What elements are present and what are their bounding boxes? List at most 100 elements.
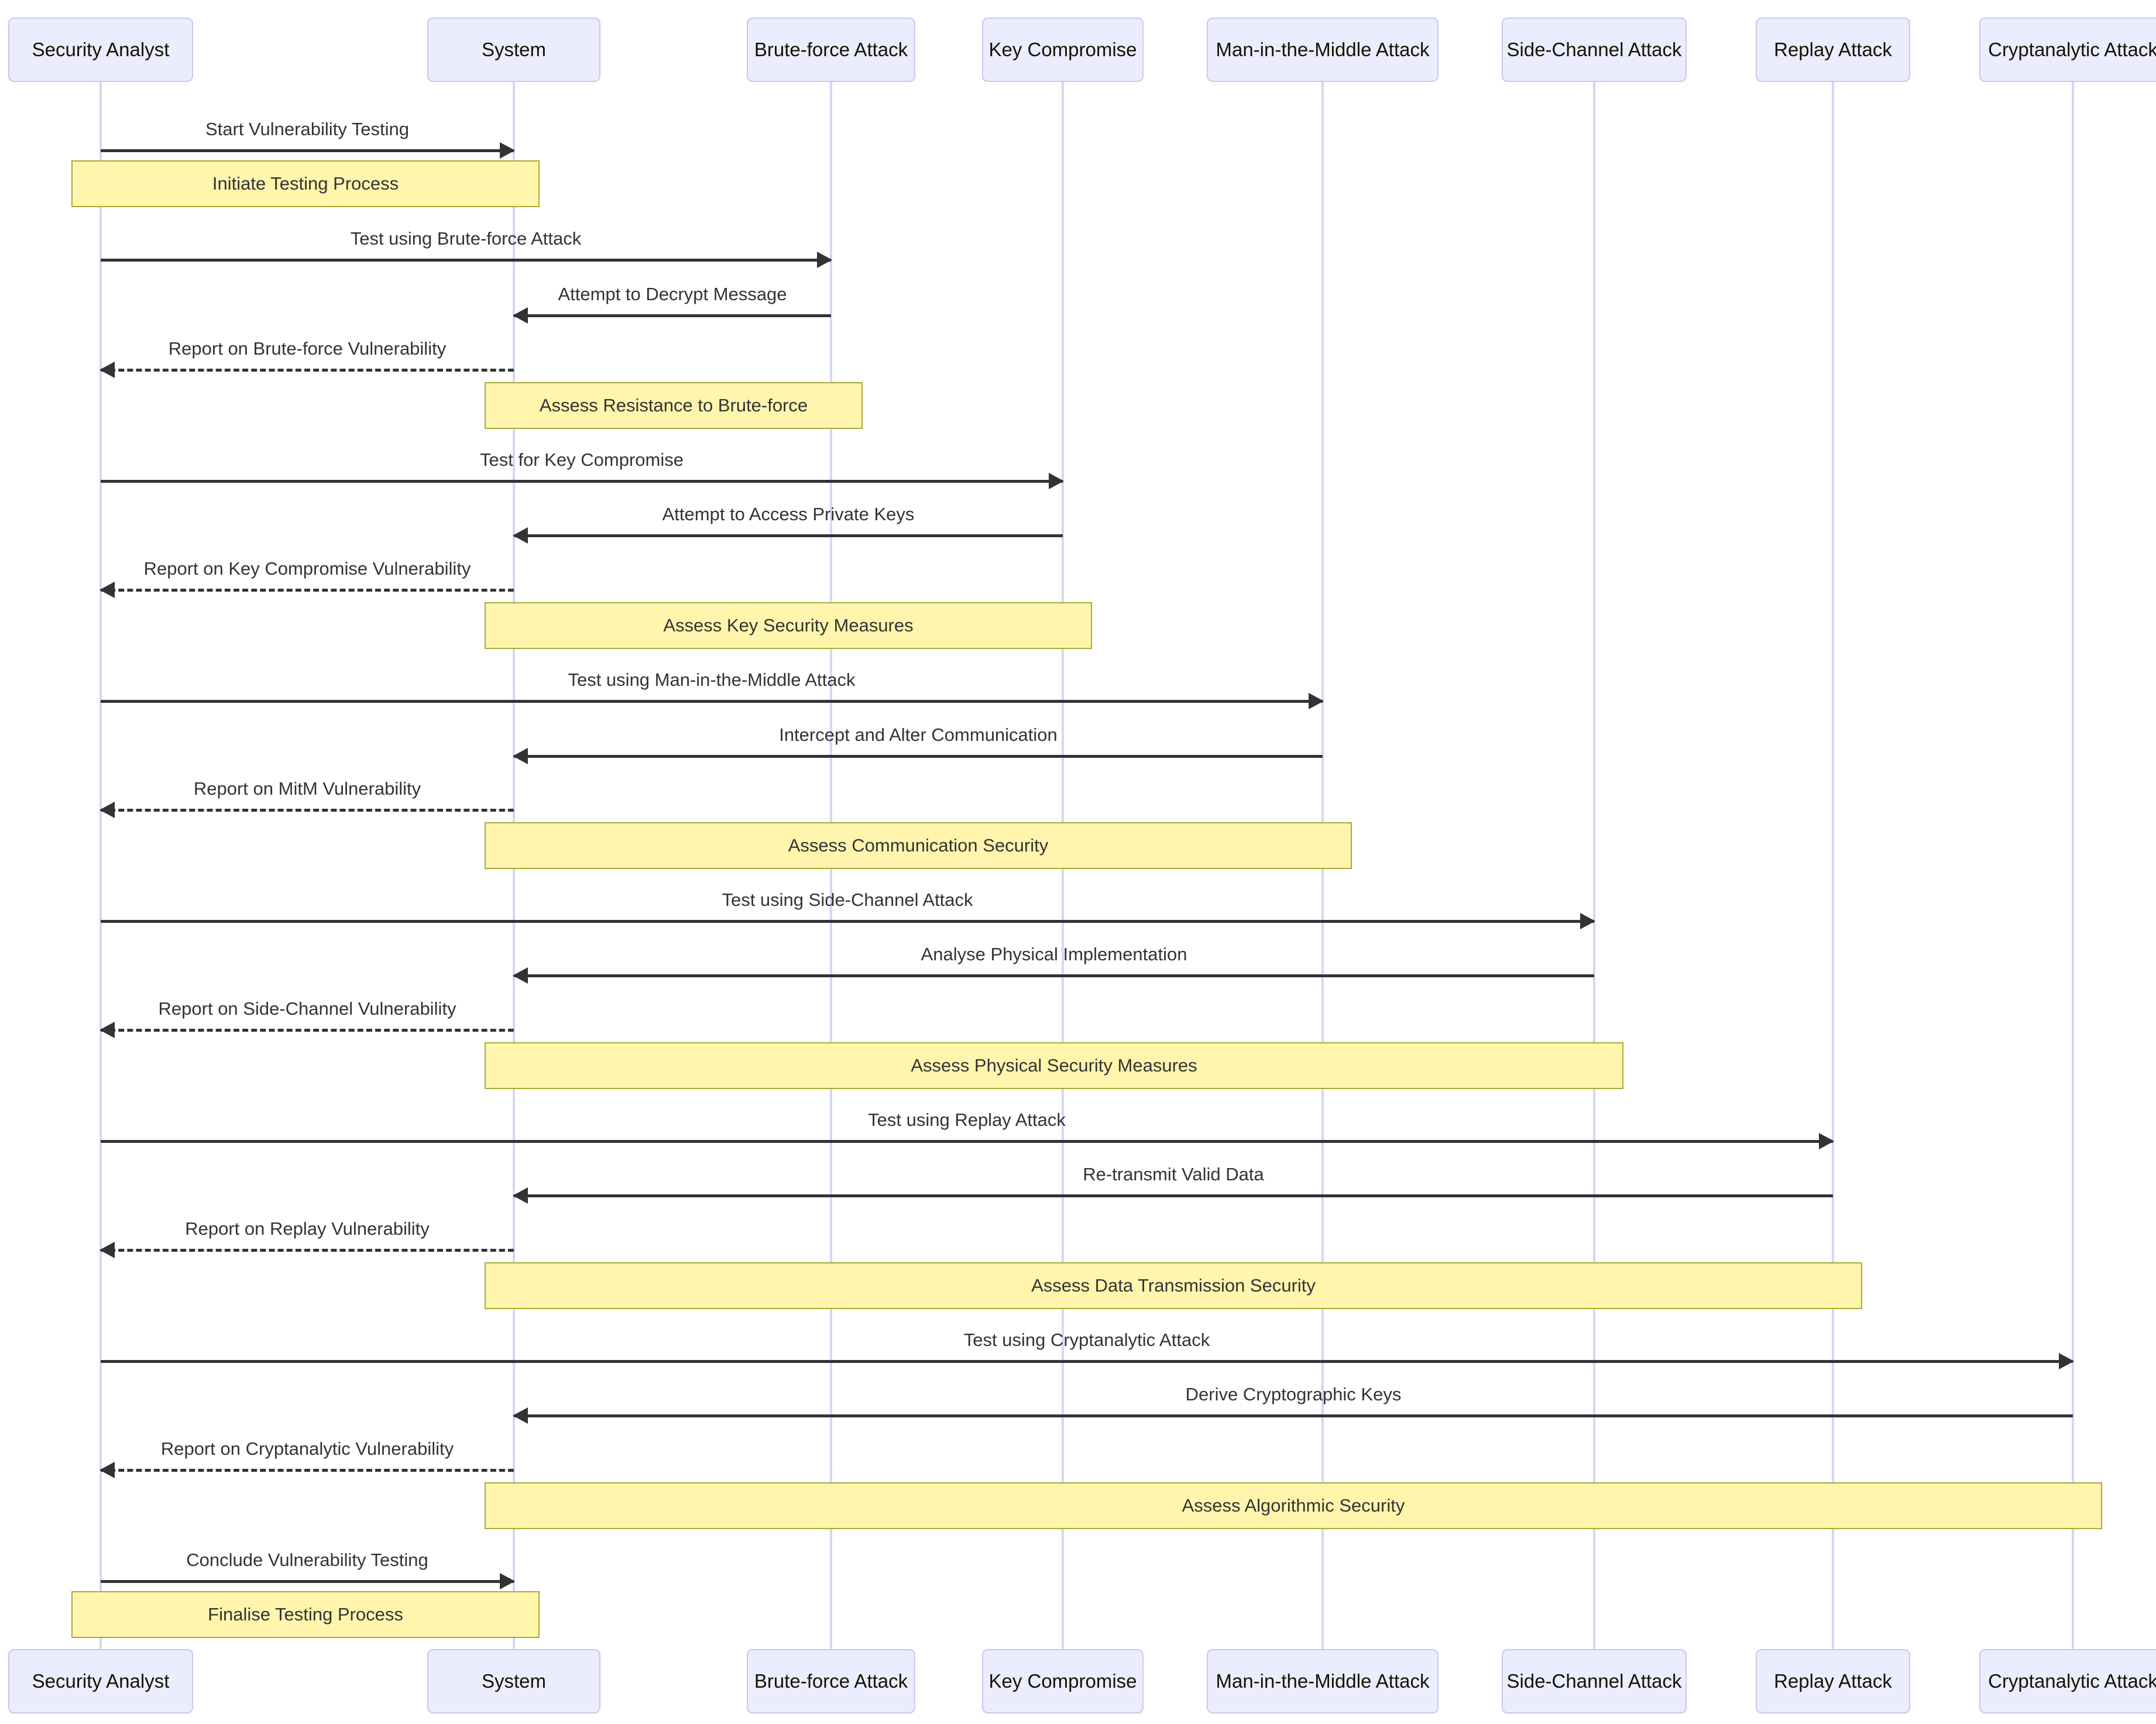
participant-label-replay-top: Replay Attack <box>1774 39 1892 61</box>
participant-label-sidechan-top: Side-Channel Attack <box>1506 39 1682 61</box>
message-label-m3: Attempt to Decrypt Message <box>558 284 787 304</box>
participant-label-replay-bottom: Replay Attack <box>1774 1670 1892 1692</box>
arrowhead-icon-m12 <box>513 967 528 984</box>
participant-box-brute-top[interactable]: Brute-force Attack <box>747 18 915 82</box>
participant-box-keycomp-bottom[interactable]: Key Compromise <box>982 1649 1144 1713</box>
note-label-n6: Assess Data Transmission Security <box>1031 1275 1316 1296</box>
note-label-n2: Assess Resistance to Brute-force <box>539 395 808 415</box>
participant-label-crypta-top: Cryptanalytic Attack <box>1988 39 2156 61</box>
message-label-m6: Attempt to Access Private Keys <box>662 504 915 524</box>
message-line-m15 <box>514 1194 1833 1197</box>
note-label-n3: Assess Key Security Measures <box>663 615 914 636</box>
arrowhead-icon-m2 <box>817 252 832 268</box>
message-line-m19 <box>101 1469 514 1472</box>
message-label-m10: Report on MitM Vulnerability <box>193 778 421 799</box>
message-label-m4: Report on Brute-force Vulnerability <box>168 338 447 359</box>
arrowhead-icon-m3 <box>513 307 528 324</box>
lifeline-replay <box>1832 82 1834 1649</box>
arrowhead-icon-m1 <box>500 142 515 159</box>
participant-box-crypta-bottom[interactable]: Cryptanalytic Attack <box>1979 1649 2156 1713</box>
participant-box-crypta-top[interactable]: Cryptanalytic Attack <box>1979 18 2156 82</box>
message-label-m13: Report on Side-Channel Vulnerability <box>158 998 456 1019</box>
participant-box-sidechan-bottom[interactable]: Side-Channel Attack <box>1502 1649 1687 1713</box>
participant-box-replay-top[interactable]: Replay Attack <box>1756 18 1910 82</box>
participant-box-system-top[interactable]: System <box>427 18 600 82</box>
message-line-m16 <box>101 1249 514 1252</box>
note-n4: Assess Communication Security <box>485 822 1352 869</box>
participant-box-analyst-bottom[interactable]: Security Analyst <box>8 1649 193 1713</box>
lifeline-sidechan <box>1593 82 1595 1649</box>
message-label-m1: Start Vulnerability Testing <box>205 119 410 139</box>
arrowhead-icon-m15 <box>513 1187 528 1204</box>
participant-box-keycomp-top[interactable]: Key Compromise <box>982 18 1144 82</box>
arrowhead-icon-m5 <box>1049 473 1064 489</box>
note-n6: Assess Data Transmission Security <box>485 1262 1862 1309</box>
arrowhead-icon-m6 <box>513 527 528 544</box>
message-line-m18 <box>514 1414 2073 1417</box>
arrowhead-icon-m10 <box>99 802 115 818</box>
arrowhead-icon-m9 <box>513 748 528 764</box>
participant-label-keycomp-top: Key Compromise <box>988 39 1137 61</box>
message-label-m2: Test using Brute-force Attack <box>350 228 582 249</box>
message-line-m6 <box>514 534 1063 537</box>
participant-label-crypta-bottom: Cryptanalytic Attack <box>1988 1670 2156 1692</box>
message-line-m3 <box>514 314 831 317</box>
note-n8: Finalise Testing Process <box>71 1591 540 1638</box>
participant-box-analyst-top[interactable]: Security Analyst <box>8 18 193 82</box>
message-label-m16: Report on Replay Vulnerability <box>185 1218 430 1239</box>
message-label-m15: Re-transmit Valid Data <box>1083 1164 1264 1184</box>
participant-label-sidechan-bottom: Side-Channel Attack <box>1506 1670 1682 1692</box>
arrowhead-icon-m4 <box>99 362 115 378</box>
note-label-n4: Assess Communication Security <box>788 835 1049 856</box>
arrowhead-icon-m7 <box>99 582 115 598</box>
participant-label-keycomp-bottom: Key Compromise <box>988 1670 1137 1692</box>
participant-box-mitm-top[interactable]: Man-in-the-Middle Attack <box>1207 18 1439 82</box>
arrowhead-icon-m8 <box>1309 693 1324 709</box>
participant-label-system-bottom: System <box>481 1670 547 1692</box>
participant-label-mitm-top: Man-in-the-Middle Attack <box>1216 39 1430 61</box>
note-label-n8: Finalise Testing Process <box>208 1604 403 1625</box>
arrowhead-icon-m20 <box>500 1573 515 1589</box>
participant-label-system-top: System <box>481 39 547 61</box>
message-line-m14 <box>101 1140 1833 1143</box>
message-label-m5: Test for Key Compromise <box>480 449 684 470</box>
message-line-m1 <box>101 149 514 152</box>
message-label-m7: Report on Key Compromise Vulnerability <box>143 558 471 579</box>
message-line-m11 <box>101 920 1594 923</box>
participant-box-sidechan-top[interactable]: Side-Channel Attack <box>1502 18 1687 82</box>
note-n3: Assess Key Security Measures <box>485 602 1092 649</box>
participant-box-system-bottom[interactable]: System <box>427 1649 600 1713</box>
message-line-m10 <box>101 809 514 812</box>
note-n1: Initiate Testing Process <box>71 160 540 207</box>
participant-box-brute-bottom[interactable]: Brute-force Attack <box>747 1649 915 1713</box>
participant-label-mitm-bottom: Man-in-the-Middle Attack <box>1216 1670 1430 1692</box>
participant-label-brute-top: Brute-force Attack <box>754 39 908 61</box>
message-label-m8: Test using Man-in-the-Middle Attack <box>568 669 856 690</box>
arrowhead-icon-m16 <box>99 1242 115 1258</box>
participant-box-mitm-bottom[interactable]: Man-in-the-Middle Attack <box>1207 1649 1439 1713</box>
arrowhead-icon-m13 <box>99 1022 115 1038</box>
message-line-m20 <box>101 1580 514 1583</box>
message-line-m7 <box>101 589 514 592</box>
arrowhead-icon-m19 <box>99 1462 115 1478</box>
note-n2: Assess Resistance to Brute-force <box>485 382 863 429</box>
note-label-n1: Initiate Testing Process <box>212 173 399 194</box>
arrowhead-icon-m17 <box>2059 1353 2074 1369</box>
note-n7: Assess Algorithmic Security <box>485 1482 2102 1529</box>
participant-label-brute-bottom: Brute-force Attack <box>754 1670 908 1692</box>
note-n5: Assess Physical Security Measures <box>485 1042 1623 1089</box>
note-label-n5: Assess Physical Security Measures <box>911 1055 1197 1076</box>
participant-label-analyst-top: Security Analyst <box>32 39 170 61</box>
note-label-n7: Assess Algorithmic Security <box>1182 1495 1405 1516</box>
arrowhead-icon-m18 <box>513 1407 528 1424</box>
message-label-m20: Conclude Vulnerability Testing <box>186 1550 428 1570</box>
message-label-m14: Test using Replay Attack <box>868 1110 1066 1130</box>
message-line-m8 <box>101 700 1323 703</box>
message-line-m13 <box>101 1029 514 1032</box>
arrowhead-icon-m14 <box>1819 1133 1834 1149</box>
lifeline-crypta <box>2072 82 2074 1649</box>
participant-box-replay-bottom[interactable]: Replay Attack <box>1756 1649 1910 1713</box>
message-line-m4 <box>101 369 514 372</box>
lifeline-analyst <box>99 82 102 1649</box>
